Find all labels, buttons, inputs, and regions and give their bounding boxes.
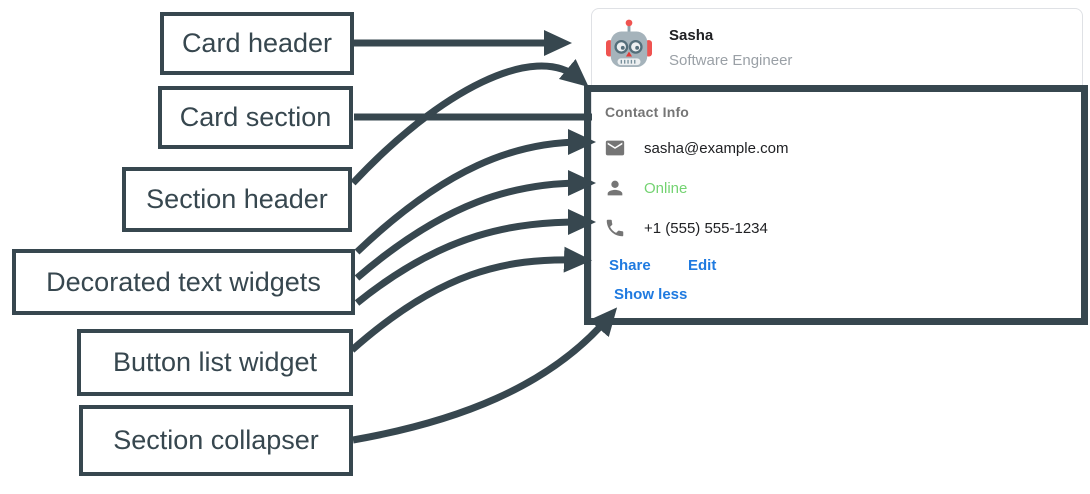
arrow-button-list: [349, 246, 592, 353]
phone-icon: [606, 219, 624, 237]
arrow-decorated-status: [354, 170, 596, 281]
contact-card: Sasha Software Engineer Contact Info sas…: [591, 8, 1083, 325]
arrow-decorated-email: [354, 129, 596, 255]
arrow-section-header: [350, 59, 589, 186]
label-button-list-widget: Button list widget: [77, 329, 353, 396]
label-decorated-text-widgets: Decorated text widgets: [12, 249, 355, 315]
card-header-name: Sasha: [669, 27, 714, 44]
label-card-header: Card header: [160, 12, 354, 75]
phone-text: +1 (555) 555-1234: [644, 220, 768, 237]
label-section-header: Section header: [122, 167, 352, 232]
card-header-subtitle: Software Engineer: [669, 52, 793, 69]
email-icon: [605, 140, 625, 156]
label-section-collapser: Section collapser: [79, 405, 353, 476]
person-icon: [607, 180, 623, 196]
label-card-section: Card section: [158, 86, 353, 149]
section-collapser-toggle[interactable]: Show less: [614, 286, 688, 303]
share-button[interactable]: Share: [609, 257, 651, 274]
arrow-decorated-phone: [354, 209, 596, 306]
edit-button[interactable]: Edit: [688, 257, 717, 274]
section-header-title: Contact Info: [605, 104, 690, 120]
status-text: Online: [644, 180, 688, 197]
robot-avatar-icon: [606, 19, 652, 67]
arrow-section-collapser: [352, 307, 618, 444]
email-text: sasha@example.com: [644, 140, 789, 157]
